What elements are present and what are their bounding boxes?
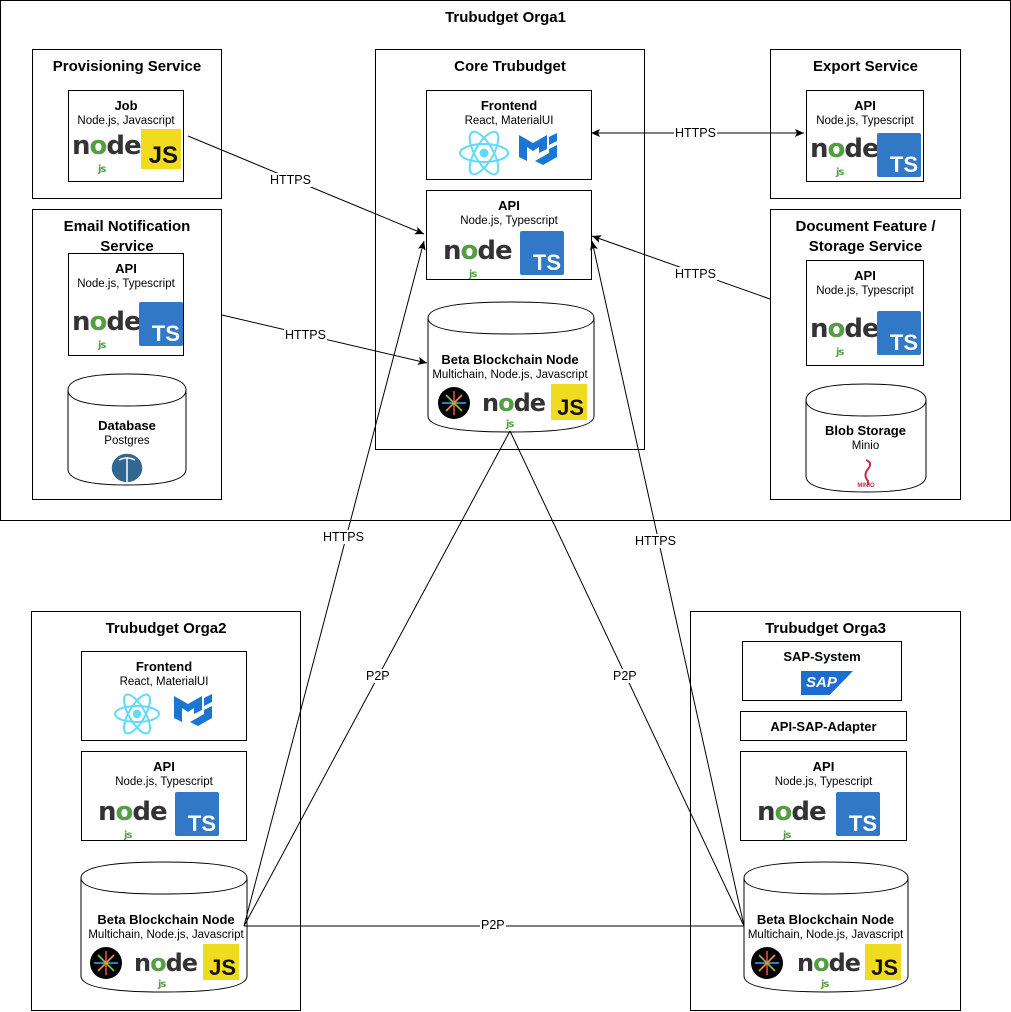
javascript-icon: JS [203, 944, 239, 980]
export-api-component: API Node.js, Typescript node js TS [806, 90, 924, 182]
email-api-title: API [115, 261, 137, 276]
orga2-frontend-title: Frontend [135, 659, 193, 674]
typescript-icon: TS [877, 311, 921, 355]
nodejs-icon: node js [810, 314, 880, 358]
document-api-tech: Node.js, Typescript [816, 285, 914, 297]
core-node-title: Beta Blockchain Node [441, 352, 579, 367]
export-api-tech: Node.js, Typescript [816, 115, 914, 127]
edge-label-https: HTTPS [634, 534, 677, 548]
job-component: Job Node.js, Javascript node js JS [68, 90, 184, 182]
document-title-line2: Storage Service [808, 238, 923, 255]
typescript-icon: TS [175, 792, 219, 836]
orga2-container: Trubudget Orga2 Frontend React, Material… [31, 611, 301, 1011]
edge-label-https: HTTPS [284, 328, 327, 342]
multichain-icon [90, 947, 122, 979]
sap-system-title: SAP-System [783, 649, 861, 664]
core-api-component: API Node.js, Typescript node js TS [426, 190, 592, 280]
blob-tech: Minio [851, 440, 880, 452]
orga3-api-component: API Node.js, Typescript node js TS [740, 751, 907, 841]
database-title: Database [98, 418, 156, 433]
orga3-api-title: API [812, 759, 835, 774]
export-service: Export Service API Node.js, Typescript n… [770, 49, 961, 199]
nodejs-icon: node js [443, 236, 513, 280]
core-api-title: API [498, 198, 520, 213]
core-node-tech: Multichain, Node.js, Javascript [432, 369, 588, 381]
orga2-node-tech: Multichain, Node.js, Javascript [88, 929, 244, 941]
react-icon [459, 130, 509, 176]
orga2-node-title: Beta Blockchain Node [97, 912, 235, 927]
core-frontend-tech: React, MaterialUI [464, 115, 554, 127]
nodejs-icon: node js [482, 389, 546, 430]
nodejs-icon: node js [72, 131, 142, 175]
database-cylinder [67, 373, 187, 486]
materialui-icon [174, 694, 212, 726]
export-api-title: API [854, 98, 876, 113]
api-sap-adapter-title: API-SAP-Adapter [770, 719, 877, 734]
edge-label-https: HTTPS [269, 173, 312, 187]
edge-label-p2p: P2P [365, 669, 391, 683]
nodejs-icon: node js [134, 949, 198, 990]
email-notification-service: Email Notification Service API Node.js, … [32, 209, 222, 500]
orga3-node-title: Beta Blockchain Node [756, 912, 895, 927]
minio-icon [864, 459, 872, 485]
orga3-api-tech: Node.js, Typescript [774, 776, 873, 788]
blob-title: Blob Storage [825, 423, 906, 438]
nodejs-icon: node js [72, 307, 142, 351]
provisioning-title: Provisioning Service [52, 58, 202, 75]
edge-label-https: HTTPS [322, 530, 365, 544]
javascript-icon: JS [551, 384, 587, 420]
typescript-icon: TS [520, 231, 564, 275]
orga2-api-tech: Node.js, Typescript [115, 776, 213, 788]
typescript-icon: TS [877, 133, 921, 177]
sap-system-component: SAP-System SAP [742, 641, 902, 701]
orga3-container: Trubudget Orga3 SAP-System SAP API-SAP-A… [690, 611, 961, 1011]
typescript-icon: TS [836, 792, 880, 836]
email-api-component: API Node.js, Typescript node js TS [68, 253, 184, 356]
javascript-icon: JS [141, 129, 181, 169]
core-frontend-component: Frontend React, MaterialUI [426, 90, 592, 180]
edge-label-p2p: P2P [480, 918, 506, 932]
orga1-title: Trubudget Orga1 [445, 9, 566, 26]
email-title-line1: Email Notification [63, 218, 191, 235]
multichain-icon [751, 947, 783, 979]
email-title-line2: Service [100, 238, 154, 255]
react-icon [114, 693, 160, 735]
provisioning-service: Provisioning Service Job Node.js, Javasc… [32, 49, 222, 199]
document-api-component: API Node.js, Typescript node js TS [806, 260, 924, 366]
nodejs-icon: node js [810, 134, 880, 178]
orga2-api-component: API Node.js, Typescript node js TS [81, 751, 247, 841]
postgres-icon [110, 452, 144, 484]
orga3-node-tech: Multichain, Node.js, Javascript [747, 929, 904, 941]
core-frontend-title: Frontend [480, 98, 538, 113]
materialui-icon [519, 133, 557, 165]
javascript-icon: JS [865, 944, 901, 980]
core-api-tech: Node.js, Typescript [460, 215, 558, 227]
blob-storage-cylinder [805, 383, 927, 493]
document-storage-service: Document Feature / Storage Service API N… [770, 209, 961, 500]
nodejs-icon: node js [757, 797, 827, 841]
edge-label-https: HTTPS [674, 126, 717, 140]
orga2-api-title: API [153, 759, 175, 774]
document-api-title: API [854, 268, 876, 283]
nodejs-icon: node js [98, 797, 168, 841]
export-title: Export Service [812, 58, 919, 75]
database-tech: Postgres [104, 435, 150, 447]
orga2-frontend-tech: React, MaterialUI [119, 676, 209, 688]
edge-label-p2p: P2P [612, 669, 638, 683]
email-api-tech: Node.js, Typescript [77, 278, 175, 290]
orga3-title: Trubudget Orga3 [765, 620, 886, 637]
document-title-line1: Document Feature / [795, 218, 936, 235]
orga2-frontend-component: Frontend React, MaterialUI [81, 651, 247, 741]
job-tech: Node.js, Javascript [77, 115, 175, 127]
multichain-icon [438, 387, 470, 419]
typescript-icon: TS [139, 302, 183, 346]
api-sap-adapter-component: API-SAP-Adapter [740, 711, 907, 741]
orga2-title: Trubudget Orga2 [105, 620, 227, 637]
minio-logo-text: MINIO [857, 483, 875, 489]
nodejs-icon: node js [797, 949, 861, 990]
core-title: Core Trubudget [454, 58, 566, 75]
core-trubudget: Core Trubudget Frontend React, MaterialU… [375, 49, 645, 450]
edge-label-https: HTTPS [674, 267, 717, 281]
job-title: Job [114, 98, 138, 113]
